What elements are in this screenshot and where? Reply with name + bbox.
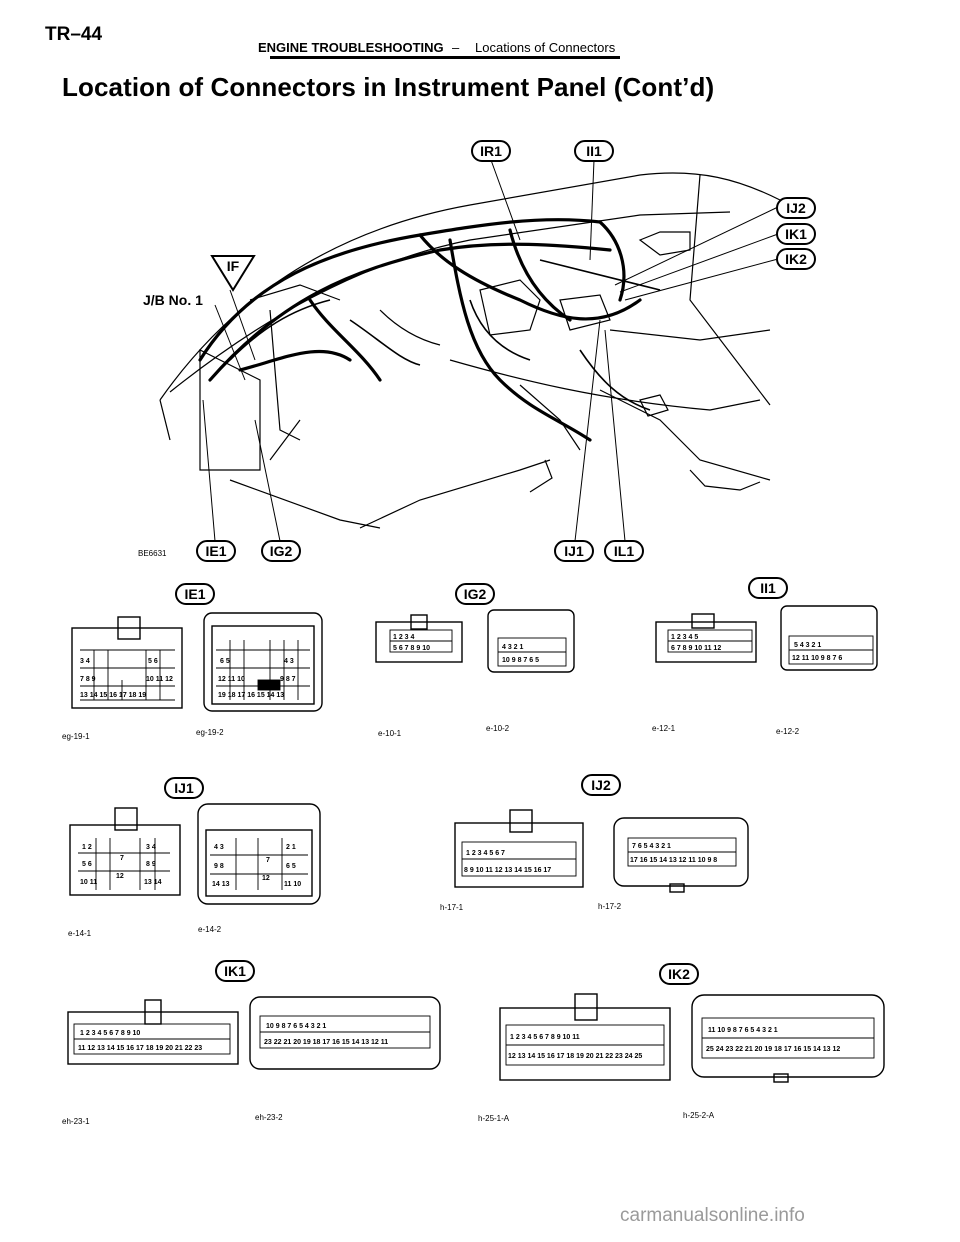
connector-ig2: IG2 1 2 3 4 5 6 7 8 9 10 4 3 2 1 10 9 8 … (375, 583, 575, 738)
leader-lines (202, 159, 779, 542)
svg-text:e-12-1: e-12-1 (652, 724, 676, 733)
callout-ie1: IE1 (205, 543, 226, 559)
svg-text:10 9 8 7 6 5 4 3 2 1: 10 9 8 7 6 5 4 3 2 1 (266, 1023, 326, 1030)
svg-text:IJ2: IJ2 (591, 777, 611, 793)
svg-text:1 2 3 4 5 6 7 8 9: 1 2 3 4 5 6 7 8 9 10 (80, 1030, 140, 1037)
figure-code: BE6631 (138, 549, 167, 558)
overview-callouts: IR1 II1 IJ2 IK1 IK2 IF J/B No. 1 IE1 IG2… (143, 140, 816, 562)
connector-ik1: IK1 1 2 3 4 5 6 7 8 9 10 11 12 13 14 15 … (62, 960, 441, 1126)
svg-text:10 11: 10 11 (80, 879, 97, 886)
svg-text:12 11 10: 12 11 10 (218, 676, 245, 683)
svg-text:23 22 21 20 19 18 17 16 15 14: 23 22 21 20 19 18 17 16 15 14 13 12 11 (264, 1039, 388, 1046)
svg-text:12: 12 (116, 873, 124, 880)
callout-ig2: IG2 (270, 543, 293, 559)
svg-text:6 7 8 9 10 11 12: 6 7 8 9 10 11 12 (671, 645, 721, 652)
svg-text:5 4 3 2 1: 5 4 3 2 1 (794, 642, 821, 649)
svg-text:eg-19-2: eg-19-2 (196, 728, 224, 737)
callout-ik1: IK1 (785, 226, 807, 242)
wire-harness (198, 218, 642, 442)
svg-text:4 3: 4 3 (214, 844, 224, 851)
svg-text:8 9: 8 9 (146, 861, 156, 868)
svg-text:3 4: 3 4 (80, 658, 90, 665)
svg-text:10 9 8 7 6 5: 10 9 8 7 6 5 (502, 657, 539, 664)
connector-ik2: IK2 1 2 3 4 5 6 7 8 9 10 11 12 13 14 15 … (478, 963, 885, 1123)
page-number: TR–44 (45, 24, 103, 45)
callout-ik2: IK2 (785, 251, 807, 267)
svg-text:IG2: IG2 (464, 586, 487, 602)
page-title: Location of Connectors in Instrument Pan… (62, 72, 715, 102)
header-rule (270, 56, 620, 59)
svg-text:e-12-2: e-12-2 (776, 727, 800, 736)
svg-text:h-25-1-A: h-25-1-A (478, 1114, 510, 1123)
svg-text:7 6 5 4 3 2 1: 7 6 5 4 3 2 1 (632, 843, 671, 850)
connector-ij2: IJ2 1 2 3 4 5 6 7 8 9 10 11 12 13 14 15 … (440, 774, 749, 912)
svg-text:h-17-2: h-17-2 (598, 902, 622, 911)
svg-text:9 8 7: 9 8 7 (280, 676, 296, 683)
svg-text:7: 7 (266, 857, 270, 864)
svg-text:4 3 2 1: 4 3 2 1 (502, 644, 524, 651)
callout-if: IF (227, 258, 240, 274)
svg-text:19 18 17 16 15 14 13: 19 18 17 16 15 14 13 (218, 692, 284, 699)
connector-ii1: II1 1 2 3 4 5 6 7 8 9 10 11 12 5 4 3 2 1… (652, 577, 878, 736)
svg-text:13 14: 13 14 (144, 879, 162, 886)
svg-text:9 8: 9 8 (214, 863, 224, 870)
svg-text:10 11 12: 10 11 12 (146, 676, 173, 683)
svg-text:eh-23-2: eh-23-2 (255, 1113, 283, 1122)
svg-text:7: 7 (120, 855, 124, 862)
connector-ie1: IE1 3 4 7 8 9 13 14 15 16 17 18 19 5 6 1… (62, 583, 323, 741)
connector-ij1: IJ1 1 2 5 6 10 11 7 12 3 4 8 9 13 14 4 3… (68, 777, 321, 938)
callout-ir1: IR1 (480, 143, 502, 159)
svg-text:13 14 15 16 17 18 19: 13 14 15 16 17 18 19 (80, 692, 146, 699)
svg-text:IK1: IK1 (224, 963, 246, 979)
header-section: ENGINE TROUBLESHOOTING (258, 40, 444, 55)
svg-text:1 2 3 4 5 6 7: 1 2 3 4 5 6 7 (466, 850, 505, 857)
svg-text:2 1: 2 1 (286, 844, 296, 851)
svg-text:6 5: 6 5 (286, 863, 296, 870)
header-separator: – (452, 40, 460, 55)
svg-text:e-10-1: e-10-1 (378, 729, 402, 738)
svg-text:e-14-2: e-14-2 (198, 925, 222, 934)
svg-text:12: 12 (262, 875, 270, 882)
svg-text:IK2: IK2 (668, 966, 690, 982)
wire-harness-thin (229, 259, 661, 411)
svg-text:h-17-1: h-17-1 (440, 903, 464, 912)
svg-text:7 8 9: 7 8 9 (80, 676, 96, 683)
svg-text:12 11 10 9 8 7 6: 12 11 10 9 8 7 6 (792, 655, 842, 662)
svg-text:11 10: 11 10 (284, 881, 301, 888)
callout-ij1: IJ1 (564, 543, 584, 559)
svg-text:eh-23-1: eh-23-1 (62, 1117, 90, 1126)
svg-text:1 2: 1 2 (82, 844, 92, 851)
svg-text:12 13 14 15 16 17 18 19 20 21: 12 13 14 15 16 17 18 19 20 21 22 23 24 2… (508, 1053, 642, 1060)
svg-text:5 6: 5 6 (148, 658, 158, 665)
svg-text:14 13: 14 13 (212, 881, 230, 888)
svg-text:4 3: 4 3 (284, 658, 294, 665)
svg-text:1 2 3 4 5 6 7 8 9 10: 1 2 3 4 5 6 7 8 9 10 11 (510, 1034, 580, 1041)
svg-text:e-10-2: e-10-2 (486, 724, 510, 733)
svg-text:8 9 10 11 12 13 14 15 16 17: 8 9 10 11 12 13 14 15 16 17 (464, 867, 551, 874)
callout-ii1: II1 (586, 143, 602, 159)
svg-text:17 16 15 14 13 12 11 10 9 8: 17 16 15 14 13 12 11 10 9 8 (630, 857, 717, 864)
callout-il1: IL1 (614, 543, 634, 559)
svg-text:IE1: IE1 (184, 586, 205, 602)
instrument-panel-drawing (159, 172, 781, 529)
svg-text:1 2 3 4: 1 2 3 4 (393, 634, 415, 641)
svg-text:3 4: 3 4 (146, 844, 156, 851)
svg-text:h-25-2-A: h-25-2-A (683, 1111, 715, 1120)
svg-text:5 6 7 8 9 10: 5 6 7 8 9 10 (393, 645, 430, 652)
svg-text:1 2 3 4 5: 1 2 3 4 5 (671, 634, 698, 641)
svg-text:11 12 13 14 15 16 17 18 19 20: 11 12 13 14 15 16 17 18 19 20 21 22 23 (78, 1045, 202, 1052)
svg-text:eg-19-1: eg-19-1 (62, 732, 90, 741)
watermark: carmanualsonline.info (620, 1205, 805, 1226)
callout-jb-no1: J/B No. 1 (143, 292, 203, 308)
svg-text:6 5: 6 5 (220, 658, 230, 665)
svg-text:25 24 23 22 21 20 19 18 17 16: 25 24 23 22 21 20 19 18 17 16 15 14 13 1… (706, 1046, 840, 1053)
svg-text:e-14-1: e-14-1 (68, 929, 92, 938)
header-subsection: Locations of Connectors (475, 40, 616, 55)
callout-ij2: IJ2 (786, 200, 806, 216)
svg-text:11 10 9 8 7 6 5 4 3: 11 10 9 8 7 6 5 4 3 2 1 (708, 1027, 778, 1034)
svg-text:IJ1: IJ1 (174, 780, 194, 796)
svg-text:II1: II1 (760, 580, 776, 596)
svg-text:5 6: 5 6 (82, 861, 92, 868)
